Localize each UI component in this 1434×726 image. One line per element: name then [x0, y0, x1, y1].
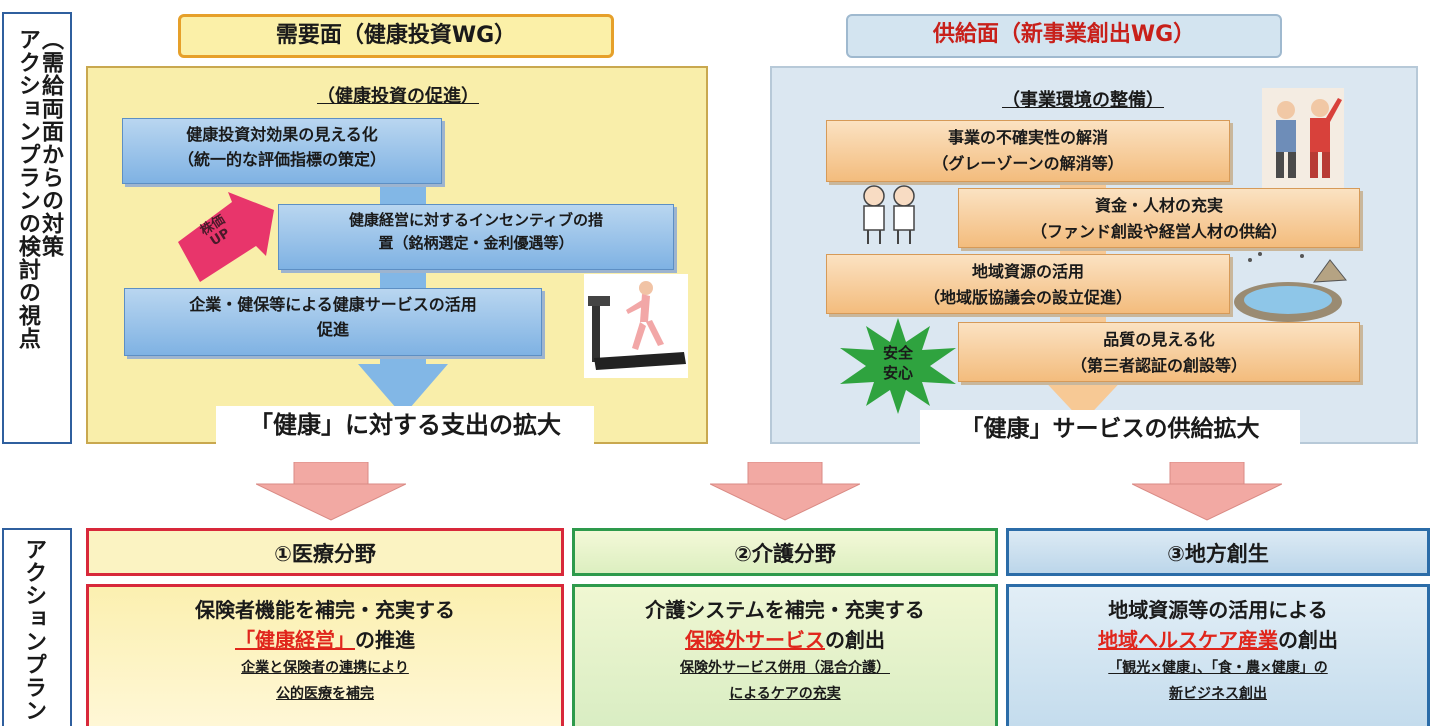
- supply-result-rest: サービスの供給拡大: [1052, 416, 1260, 442]
- plan-regional-line2: 地域ヘルスケア産業の創出: [1009, 625, 1427, 655]
- plan-care-header: ②介護分野: [572, 528, 998, 576]
- supply-box-funding: 資金・人材の充実 （ファンド創設や経営人材の供給）: [958, 188, 1360, 248]
- demand-subheading: （健康投資の促進）: [317, 86, 479, 107]
- side-label-action-plan: アクションプラン: [2, 528, 72, 726]
- plan-medical-sub2: 公的医療を補完: [276, 686, 374, 702]
- plan-regional-line1: 地域資源等の活用による: [1108, 598, 1328, 622]
- supply-box-regional: 地域資源の活用 （地域版協議会の設立促進）: [826, 254, 1230, 314]
- hot-spring-image: [1234, 252, 1347, 322]
- demand-panel: （健康投資の促進） 健康投資対効果の見える化 （統一的な評価指標の策定） 株価 …: [86, 66, 708, 444]
- demand-box-utilization: 企業・健保等による健康サービスの活用 促進: [124, 288, 542, 356]
- demand-box-incentive: 健康経営に対するインセンティブの措 置（銘柄選定・金利優遇等）: [278, 204, 674, 270]
- supply-box-quality: 品質の見える化 （第三者認証の創設等）: [958, 322, 1360, 382]
- plan-regional-sub2: 新ビジネス創出: [1169, 686, 1267, 702]
- supply-result-open: 「: [960, 416, 984, 442]
- side-label-perspective-text: （需給両面からの対策 アクションプランの検討の視点: [14, 28, 63, 350]
- supply-result-key: 健康: [983, 416, 1030, 442]
- supply-header: 供給面（新事業創出WG）: [846, 14, 1282, 58]
- supply-panel: （事業環境の整備） 事業の不確実性の解消 （グレーゾーンの解消等） 資金・人材の…: [770, 66, 1418, 448]
- supply-box-uncertainty: 事業の不確実性の解消 （グレーゾーンの解消等）: [826, 120, 1230, 182]
- plan-medical-sub1: 企業と保険者の連携により: [241, 660, 409, 676]
- stock-up-arrow-icon: [178, 192, 274, 282]
- demand-box-visualization: 健康投資対効果の見える化 （統一的な評価指標の策定）: [122, 118, 442, 184]
- plan-care-line2: 保険外サービスの創出: [575, 625, 995, 655]
- down-arrow-regional: [1132, 462, 1282, 521]
- plan-medical-body: 保険者機能を補完・充実する 「健康経営」の推進 企業と保険者の連携により 公的医…: [86, 584, 564, 726]
- supply-result-close: 」: [1029, 416, 1053, 442]
- demand-result-key: 健康: [273, 411, 321, 439]
- plan-regional-line2-rest: の創出: [1278, 628, 1338, 652]
- elderly-exercise-image: [1262, 88, 1344, 188]
- demand-result-close: 」: [321, 411, 345, 439]
- side-label-action-plan-text: アクションプラン: [21, 538, 47, 722]
- plan-care-highlight: 保険外サービス: [685, 628, 825, 652]
- down-arrow-care: [710, 462, 860, 521]
- plan-care-line1: 介護システムを補完・充実する: [645, 598, 925, 622]
- plan-care-sub2: によるケアの充実: [729, 686, 841, 702]
- safety-star-icon: [840, 318, 956, 414]
- demand-result: 「健康」に対する支出の拡大: [216, 406, 594, 444]
- treadmill-runner-image: [584, 274, 688, 378]
- plan-care-sub1: 保険外サービス併用（混合介護）: [680, 660, 890, 676]
- plan-regional-highlight: 地域ヘルスケア産業: [1098, 628, 1278, 652]
- demand-header: 需要面（健康投資WG）: [178, 14, 614, 58]
- supply-subheading: （事業環境の整備）: [1002, 90, 1164, 111]
- plan-medical-line2-rest: の推進: [355, 628, 415, 652]
- down-arrow-medical: [256, 462, 406, 521]
- plan-medical-header: ①医療分野: [86, 528, 564, 576]
- supply-result: 「健康」サービスの供給拡大: [920, 410, 1300, 448]
- plan-medical-line2: 「健康経営」の推進: [89, 625, 561, 655]
- plan-medical-line1: 保険者機能を補完・充実する: [195, 598, 455, 622]
- demand-result-open: 「: [249, 411, 273, 439]
- plan-regional-sub1: 「観光×健康」、「食・農×健康」の: [1108, 660, 1328, 676]
- nurses-image: [863, 185, 915, 244]
- plan-regional-body: 地域資源等の活用による 地域ヘルスケア産業の創出 「観光×健康」、「食・農×健康…: [1006, 584, 1430, 726]
- plan-care-body: 介護システムを補完・充実する 保険外サービスの創出 保険外サービス併用（混合介護…: [572, 584, 998, 726]
- plan-regional-header: ③地方創生: [1006, 528, 1430, 576]
- plan-care-line2-rest: の創出: [825, 628, 885, 652]
- demand-result-rest: に対する支出の拡大: [345, 411, 561, 439]
- safety-star-label: 安全 安心: [882, 344, 913, 382]
- side-label-perspective: （需給両面からの対策 アクションプランの検討の視点: [2, 12, 72, 444]
- plan-medical-highlight: 「健康経営」: [235, 628, 355, 652]
